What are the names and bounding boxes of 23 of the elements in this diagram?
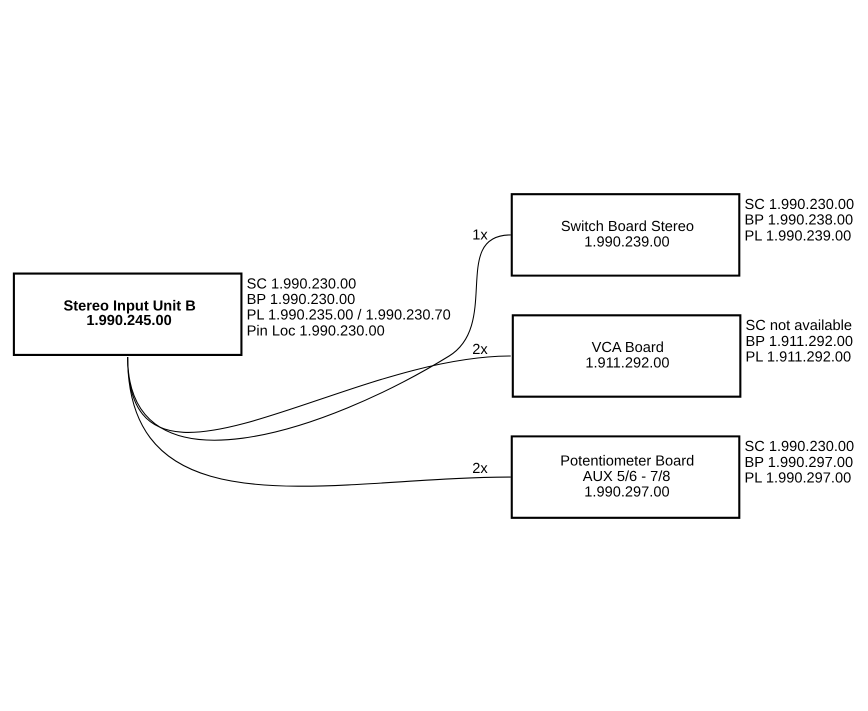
node-label: BP 1.990.297.00 [744, 454, 854, 470]
node-label: SC 1.990.230.00 [744, 438, 854, 455]
node-label: SC 1.990.230.00 [246, 276, 356, 292]
edge-label: 2x [472, 342, 488, 358]
node-label: BP 1.911.292.00 [746, 333, 854, 350]
node-label: SC not available [746, 318, 852, 334]
node-label: BP 1.990.230.00 [246, 292, 356, 308]
node-box: Switch Board Stereo 1.990.239.00 [510, 192, 740, 276]
node-label: PL 1.990.235.00 / 1.990.230.70 [246, 307, 451, 324]
node-label: PL 1.911.292.00 [746, 348, 852, 365]
connector [127, 356, 511, 486]
edge-label: 2x [472, 460, 488, 477]
node-label: Pin Loc 1.990.230.00 [246, 322, 385, 339]
connector [127, 354, 511, 432]
node-box: Stereo Input Unit B 1.990.245.00 [12, 272, 242, 356]
node-label: PL 1.990.297.00 [744, 470, 852, 486]
node-label: PL 1.990.239.00 [744, 228, 852, 244]
node-box: Potentiometer Board AUX 5/6 - 7/8 1.990.297.00 [510, 434, 740, 518]
node-label: BP 1.990.238.00 [744, 212, 854, 228]
node-box: VCA Board 1.911.292.00 [512, 314, 742, 398]
edge-label: 1x [472, 226, 488, 243]
node-label: SC 1.990.230.00 [744, 196, 854, 213]
connector [127, 234, 511, 440]
